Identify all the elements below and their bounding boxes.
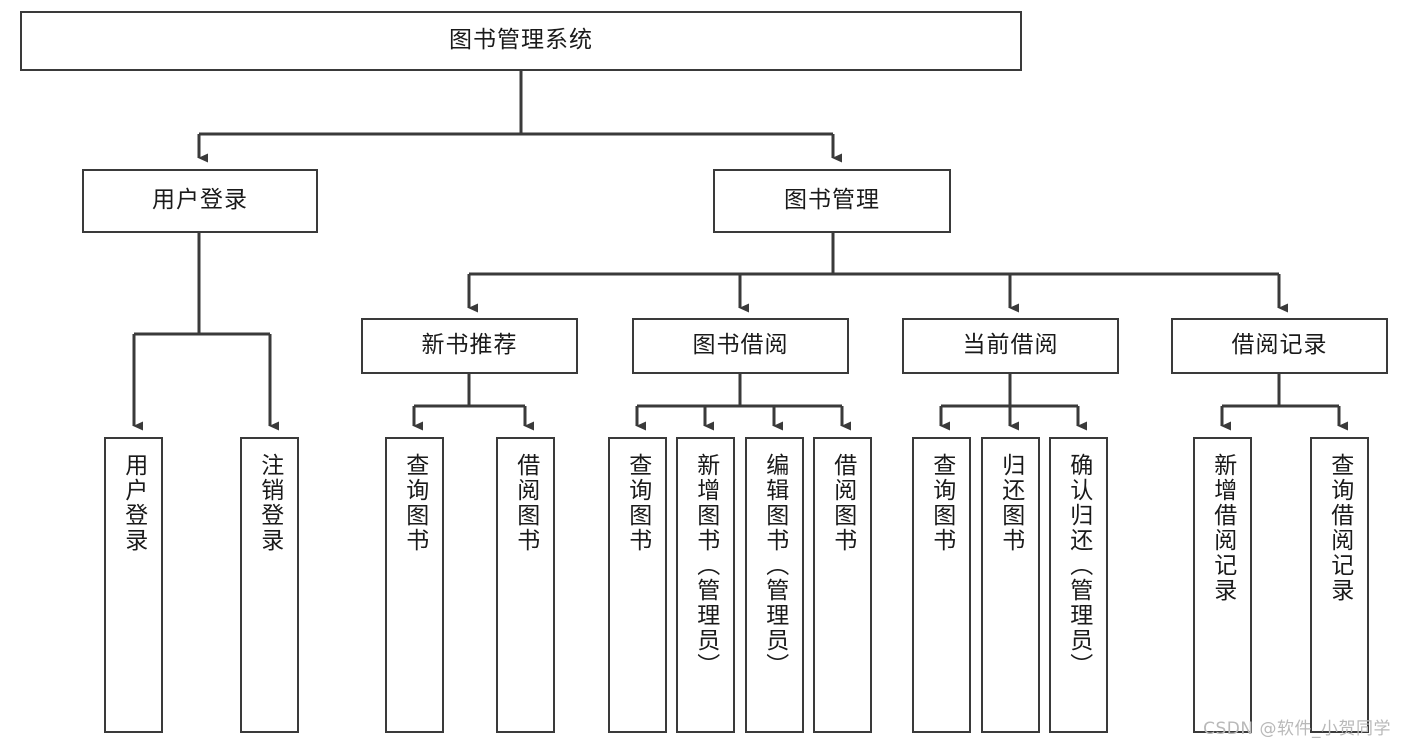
node-current-borrow[interactable]: 当前借阅 [902, 318, 1119, 374]
node-label: 图书管理 [784, 187, 880, 214]
node-label: 查询图书 [401, 453, 428, 553]
node-label: 编辑图书（管理员） [761, 453, 788, 678]
leaf-add-book[interactable]: 新增图书（管理员） [676, 437, 735, 733]
node-book-borrow[interactable]: 图书借阅 [632, 318, 849, 374]
node-book-management[interactable]: 图书管理 [713, 169, 951, 233]
node-label: 查询图书 [624, 453, 651, 553]
node-label: 确认归还（管理员） [1065, 453, 1092, 678]
leaf-add-borrow-record[interactable]: 新增借阅记录 [1193, 437, 1252, 733]
leaf-user-login[interactable]: 用户登录 [104, 437, 163, 733]
leaf-query-book-borrow[interactable]: 查询图书 [608, 437, 667, 733]
node-label: 新书推荐 [421, 332, 518, 359]
node-label: 图书管理系统 [449, 27, 593, 54]
node-book-management-system[interactable]: 图书管理系统 [20, 11, 1022, 71]
leaf-query-book-current[interactable]: 查询图书 [912, 437, 971, 733]
node-label: 新增图书（管理员） [692, 453, 719, 678]
node-label: 借阅图书 [829, 453, 856, 553]
node-label: 新增借阅记录 [1209, 453, 1236, 603]
leaf-edit-book[interactable]: 编辑图书（管理员） [745, 437, 804, 733]
leaf-confirm-return[interactable]: 确认归还（管理员） [1049, 437, 1108, 733]
leaf-query-borrow-record[interactable]: 查询借阅记录 [1310, 437, 1369, 733]
node-label: 注销登录 [256, 453, 283, 553]
node-borrow-record[interactable]: 借阅记录 [1171, 318, 1388, 374]
leaf-return-book[interactable]: 归还图书 [981, 437, 1040, 733]
node-user-login[interactable]: 用户登录 [82, 169, 318, 233]
node-label: 图书借阅 [692, 332, 789, 359]
node-label: 用户登录 [152, 187, 248, 214]
leaf-query-book-recommend[interactable]: 查询图书 [385, 437, 444, 733]
node-label: 查询图书 [928, 453, 955, 553]
node-label: 查询借阅记录 [1326, 453, 1353, 603]
node-label: 当前借阅 [962, 332, 1059, 359]
node-label: 借阅图书 [512, 453, 539, 553]
node-label: 借阅记录 [1231, 332, 1328, 359]
leaf-borrow-book-recommend[interactable]: 借阅图书 [496, 437, 555, 733]
node-new-book-recommend[interactable]: 新书推荐 [361, 318, 578, 374]
node-label: 归还图书 [997, 453, 1024, 553]
node-label: 用户登录 [120, 453, 147, 553]
leaf-user-logout[interactable]: 注销登录 [240, 437, 299, 733]
leaf-borrow-book[interactable]: 借阅图书 [813, 437, 872, 733]
